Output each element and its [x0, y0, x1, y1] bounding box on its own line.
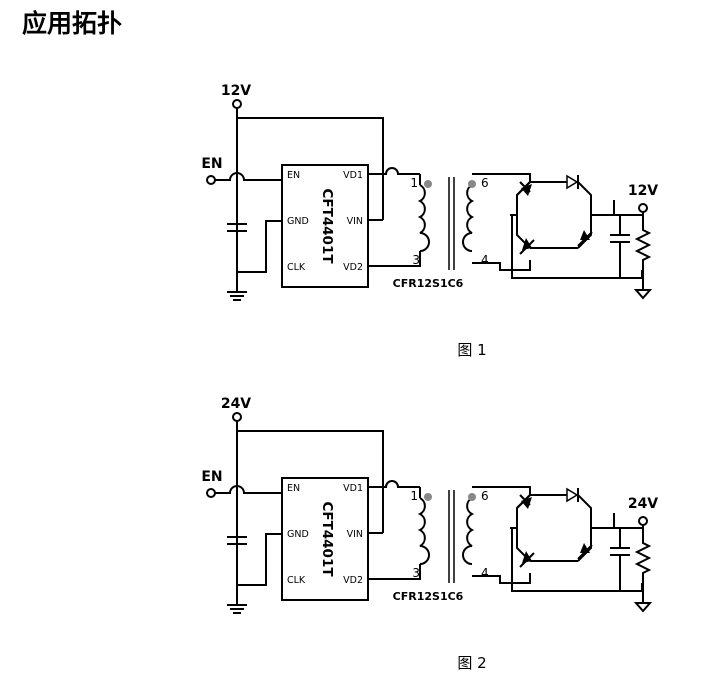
chip-pin-vin: VIN	[347, 529, 363, 540]
en-terminal	[206, 175, 216, 185]
input-terminal	[232, 99, 242, 109]
vd2-wire	[368, 251, 421, 267]
primary-coil	[417, 184, 430, 252]
vd1-wire	[368, 167, 421, 185]
secondary-pin-6: 6	[481, 176, 489, 190]
secondary-top-wire	[472, 486, 531, 495]
transformer-core	[448, 177, 455, 270]
chip-pin-vd2: VD2	[343, 262, 363, 273]
secondary-dot-icon	[468, 180, 476, 188]
vin-bus-wire	[237, 117, 384, 171]
chip-pin-clk: CLK	[287, 575, 306, 586]
vd1-wire	[368, 480, 421, 498]
output-rail-wire	[614, 525, 644, 529]
secondary-bottom-wire	[472, 573, 531, 584]
load-resistor	[634, 215, 652, 290]
secondary-coil	[462, 184, 475, 252]
output-capacitor	[610, 215, 630, 278]
chip-pin-gnd: GND	[287, 529, 309, 540]
bridge-diode-1-icon	[516, 494, 532, 509]
bridge-diode-1-icon	[516, 181, 532, 196]
transformer-part-number: CFR12S1C6	[393, 590, 464, 603]
bridge-output-wire	[511, 200, 643, 279]
input-voltage-label: 12V	[221, 83, 251, 99]
chip-pin-gnd: GND	[287, 216, 309, 227]
en-terminal	[206, 488, 216, 498]
circuit-figure-2: 24V EN EN GND CLK VD1 VIN VD2 CFT4401T 1…	[0, 383, 708, 673]
chip-name: CFT4401T	[319, 188, 335, 264]
en-wire	[215, 172, 282, 181]
secondary-top-wire	[472, 173, 531, 182]
circuit-figure-1: 12V EN EN GND CLK VD1 VIN VD2 CFT4401T 1…	[0, 70, 708, 360]
chip-pin-vd2: VD2	[343, 575, 363, 586]
secondary-pin-4: 4	[481, 253, 489, 267]
bridge-diode-4-icon	[577, 230, 593, 247]
vin-bus-wire	[237, 430, 384, 484]
chip-body	[281, 164, 369, 288]
chip-pin-vin: VIN	[347, 216, 363, 227]
chip-name: CFT4401T	[319, 501, 335, 577]
bridge-diode-3-icon	[519, 238, 535, 255]
bridge-diode-2-icon	[565, 174, 579, 190]
vd2-wire	[368, 564, 421, 580]
en-label: EN	[201, 469, 222, 485]
primary-pin-1: 1	[410, 176, 418, 190]
secondary-pin-6: 6	[481, 489, 489, 503]
chip-body	[281, 477, 369, 601]
chip-pin-vd1: VD1	[343, 483, 363, 494]
load-resistor	[634, 528, 652, 603]
gnd-wire	[237, 533, 282, 586]
en-wire	[215, 485, 282, 494]
secondary-dot-icon	[468, 493, 476, 501]
secondary-bottom-wire	[472, 260, 531, 271]
ground-icon	[227, 291, 247, 301]
input-voltage-label: 24V	[221, 396, 251, 412]
bridge-output-wire	[511, 513, 643, 592]
output-terminal	[638, 203, 648, 213]
output-voltage-label: 24V	[628, 496, 658, 512]
output-capacitor	[610, 528, 630, 591]
output-terminal	[638, 516, 648, 526]
bridge-diode-2-icon	[565, 487, 579, 503]
primary-pin-1: 1	[410, 489, 418, 503]
primary-coil	[417, 497, 430, 565]
secondary-coil	[462, 497, 475, 565]
bridge-frame	[510, 181, 592, 249]
bridge-diode-3-icon	[519, 551, 535, 568]
ground-icon	[227, 604, 247, 614]
output-ground-icon	[633, 602, 653, 613]
primary-dot-icon	[424, 180, 432, 188]
figure-caption: 图 1	[457, 341, 486, 359]
transformer-part-number: CFR12S1C6	[393, 277, 464, 290]
page-title: 应用拓扑	[22, 9, 123, 38]
chip-pin-en: EN	[287, 483, 300, 494]
chip-pin-vd1: VD1	[343, 170, 363, 181]
gnd-wire	[237, 220, 282, 273]
secondary-pin-4: 4	[481, 566, 489, 580]
bridge-diode-4-icon	[577, 543, 593, 560]
primary-dot-icon	[424, 493, 432, 501]
output-rail-wire	[614, 212, 644, 216]
bridge-frame	[510, 494, 592, 562]
transformer-core	[448, 490, 455, 583]
en-label: EN	[201, 156, 222, 172]
output-voltage-label: 12V	[628, 183, 658, 199]
primary-pin-3: 3	[412, 253, 420, 267]
figure-caption: 图 2	[457, 654, 486, 672]
output-ground-icon	[633, 289, 653, 300]
chip-pin-en: EN	[287, 170, 300, 181]
chip-pin-clk: CLK	[287, 262, 306, 273]
primary-pin-3: 3	[412, 566, 420, 580]
input-terminal	[232, 412, 242, 422]
